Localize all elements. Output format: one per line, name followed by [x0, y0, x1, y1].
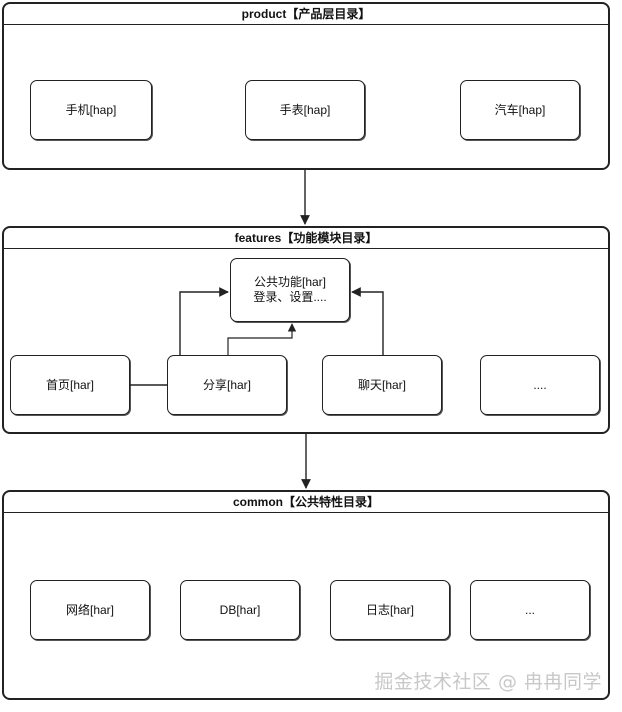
node-watch: 手表[hap]: [245, 80, 365, 140]
node-log: 日志[har]: [330, 580, 450, 640]
node-features-more: ....: [480, 355, 600, 415]
node-network: 网络[har]: [30, 580, 150, 640]
product-group-title: product【产品层目录】: [4, 4, 608, 25]
node-common-more: ...: [470, 580, 590, 640]
node-car: 汽车[hap]: [460, 80, 580, 140]
node-share: 分享[har]: [167, 355, 287, 415]
common-group-title: common【公共特性目录】: [4, 492, 608, 513]
node-db: DB[har]: [180, 580, 300, 640]
node-phone: 手机[hap]: [30, 80, 152, 140]
watermark: 掘金技术社区 @ 冉冉同学: [374, 671, 602, 693]
features-group-title: features【功能模块目录】: [4, 228, 608, 249]
node-chat: 聊天[har]: [322, 355, 442, 415]
node-home: 首页[har]: [10, 355, 130, 415]
node-common-functions: 公共功能[har] 登录、设置....: [230, 258, 350, 322]
